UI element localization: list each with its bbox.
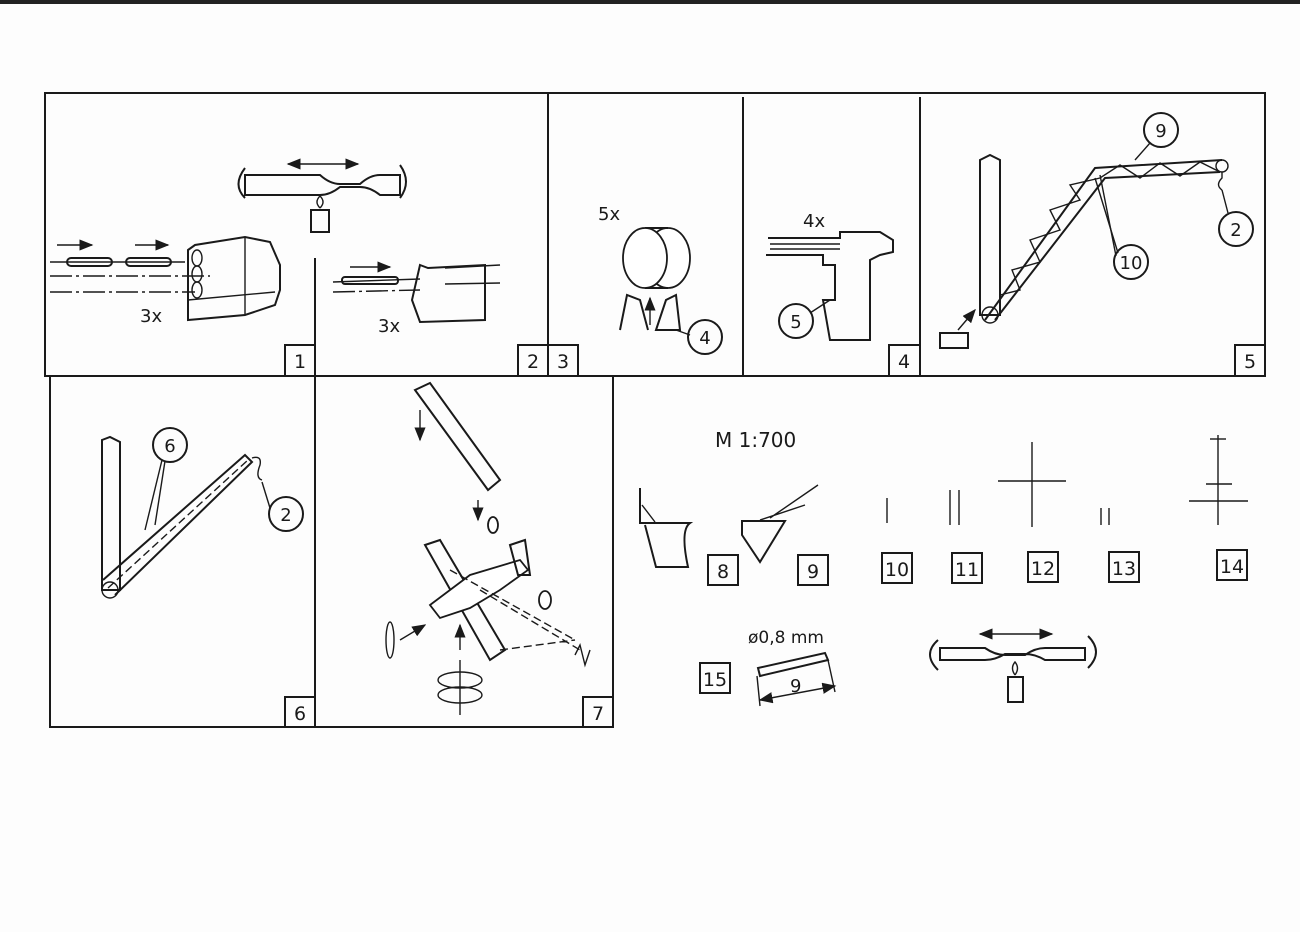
crane-step6: 6 2 <box>101 427 304 599</box>
part-13: 13 <box>1100 508 1140 583</box>
part-9: 9 <box>741 484 829 586</box>
svg-text:6: 6 <box>164 436 175 457</box>
svg-text:7: 7 <box>592 703 604 725</box>
step-number-2: 2 <box>517 344 549 377</box>
scan-edge <box>0 0 1300 4</box>
svg-text:4x: 4x <box>803 211 825 232</box>
svg-text:5x: 5x <box>598 204 620 225</box>
svg-text:3x: 3x <box>140 306 162 327</box>
svg-text:2: 2 <box>1230 220 1241 241</box>
svg-text:3x: 3x <box>378 316 400 337</box>
svg-text:4: 4 <box>898 351 910 373</box>
part-15-rod: 15 ø0,8 mm 9 <box>699 628 837 707</box>
part-8: 8 <box>639 488 739 586</box>
funnel-step1: 3x <box>50 235 281 327</box>
funnel-step2: 3x <box>332 261 501 337</box>
step-number-7: 7 <box>582 696 614 728</box>
scale-label: M 1:700 <box>715 428 796 452</box>
svg-text:9: 9 <box>807 561 819 583</box>
svg-text:1: 1 <box>294 351 306 373</box>
svg-text:8: 8 <box>717 561 729 583</box>
searchlight-step3: 5x 4 <box>598 204 723 355</box>
sprue-stretch-illustration-2 <box>929 628 1097 703</box>
svg-text:5: 5 <box>790 312 801 333</box>
svg-text:9: 9 <box>790 676 801 697</box>
step-number-4: 4 <box>888 344 921 377</box>
crane-boom-step5: 9 2 10 <box>939 112 1254 349</box>
part-14: 14 <box>1189 435 1248 581</box>
aircraft-step7 <box>385 381 591 715</box>
step-number-6: 6 <box>284 696 316 728</box>
part-12: 12 <box>998 442 1066 583</box>
svg-text:6: 6 <box>294 703 306 725</box>
svg-text:13: 13 <box>1112 558 1136 580</box>
part-11: 11 <box>949 490 983 584</box>
svg-text:2: 2 <box>527 351 539 373</box>
step-number-3: 3 <box>547 344 579 377</box>
svg-text:14: 14 <box>1220 556 1244 578</box>
svg-text:10: 10 <box>1120 253 1143 274</box>
svg-text:3: 3 <box>557 351 569 373</box>
svg-text:10: 10 <box>885 559 909 581</box>
gun-turret-step4: 4x 5 <box>766 211 894 341</box>
step-number-5: 5 <box>1234 344 1266 377</box>
svg-text:11: 11 <box>955 559 979 581</box>
step-number-1: 1 <box>284 344 316 377</box>
svg-text:ø0,8 mm: ø0,8 mm <box>748 628 824 648</box>
panel-frames <box>44 92 1266 728</box>
svg-text:2: 2 <box>280 505 291 526</box>
svg-text:4: 4 <box>699 328 710 349</box>
sprue-stretch-illustration <box>237 158 407 233</box>
svg-text:12: 12 <box>1031 558 1055 580</box>
svg-text:15: 15 <box>703 669 727 691</box>
svg-text:5: 5 <box>1244 351 1256 373</box>
part-10: 10 <box>881 498 913 584</box>
svg-text:9: 9 <box>1155 121 1166 142</box>
